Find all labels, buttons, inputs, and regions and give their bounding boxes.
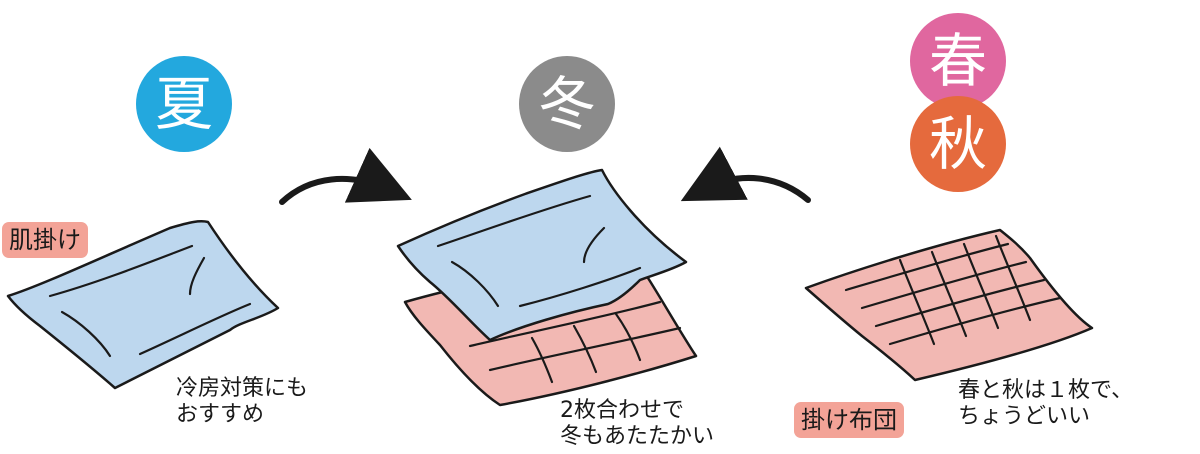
- left-tag: 肌掛け: [2, 222, 88, 258]
- autumn-label: 秋: [928, 110, 987, 178]
- center-caption-line2: 冬もあたたかい: [560, 424, 715, 449]
- autumn-badge: 秋: [910, 96, 1006, 192]
- curved-arrow-right-icon: [279, 147, 412, 205]
- center-caption: 2枚合わせで 冬もあたたかい: [560, 398, 714, 450]
- curved-arrow-left-icon: [680, 146, 811, 203]
- left-blue-blanket: [6, 220, 280, 390]
- left-caption-line2: おすすめ: [176, 402, 265, 427]
- summer-badge: 夏: [136, 56, 232, 152]
- spring-label: 春: [928, 27, 987, 95]
- right-caption-line1: 春と秋は１枚で、: [958, 378, 1134, 403]
- spring-badge: 春: [910, 13, 1006, 109]
- winter-badge: 冬: [519, 56, 615, 152]
- right-caption: 春と秋は１枚で、 ちょうどいい: [958, 378, 1133, 430]
- left-caption-line1: 冷房対策にも: [176, 376, 309, 401]
- right-tag: 掛け布団: [794, 402, 904, 438]
- summer-label: 夏: [154, 70, 213, 138]
- winter-label: 冬: [537, 70, 596, 138]
- right-caption-line2: ちょうどいい: [958, 404, 1091, 429]
- left-caption: 冷房対策にも おすすめ: [176, 376, 308, 428]
- center-caption-line1: 2枚合わせで: [560, 398, 684, 423]
- center-blue-blanket: [396, 168, 688, 342]
- right-pink-futon: [804, 228, 1094, 382]
